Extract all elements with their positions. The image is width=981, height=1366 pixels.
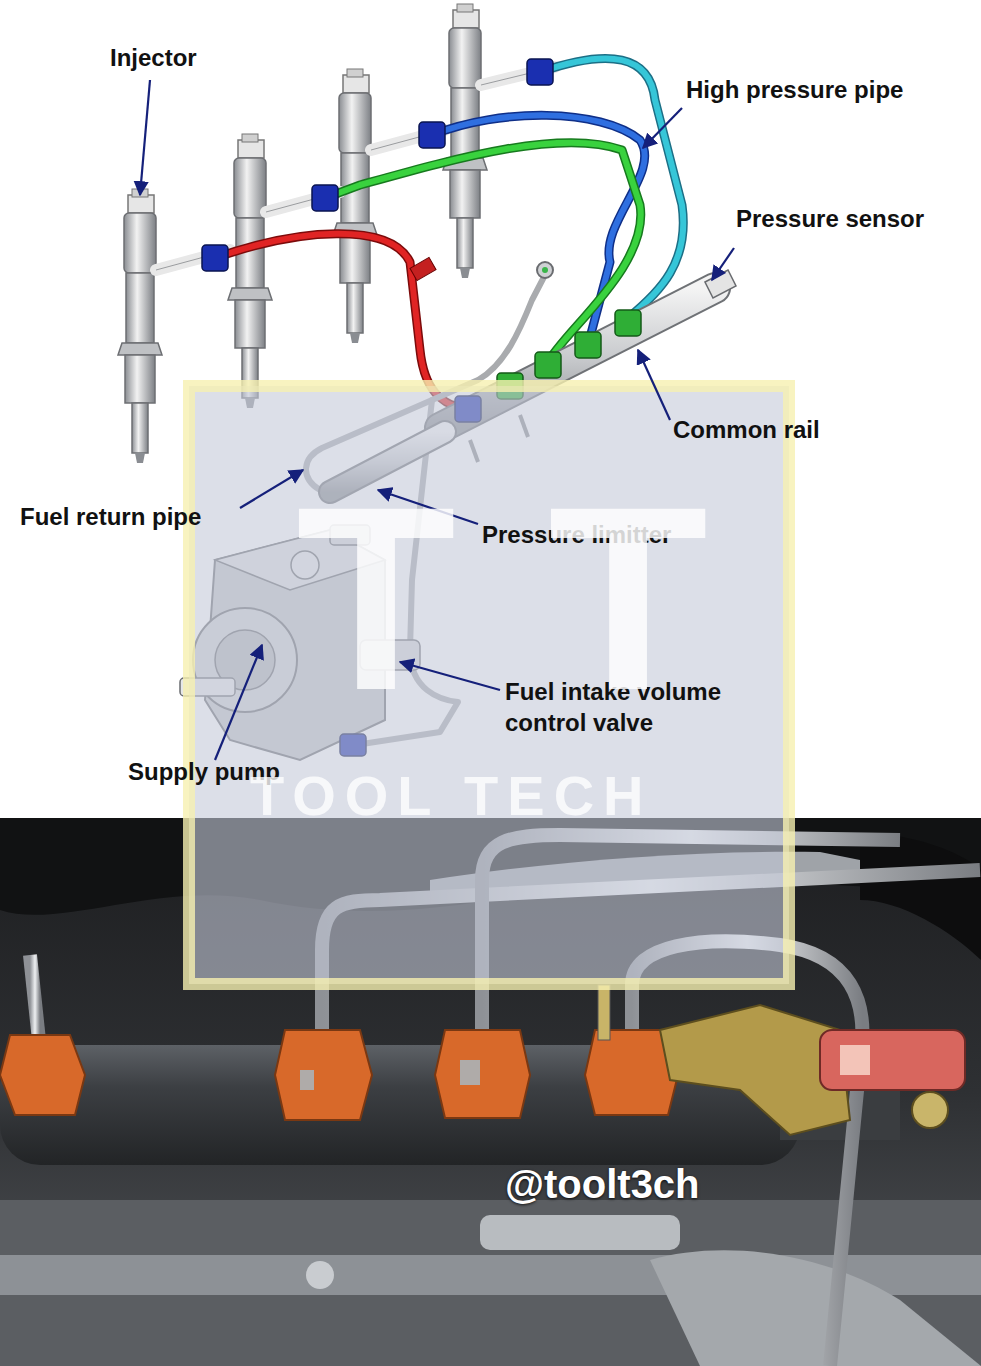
watermark-text: TOOL TECH	[250, 768, 653, 824]
part-label: Injector	[110, 42, 197, 73]
handle-label: @toolt3ch	[505, 1158, 700, 1210]
part-label: Common rail	[673, 414, 820, 445]
part-label: Pressure sensor	[736, 203, 924, 234]
watermark-logo: TT	[296, 468, 800, 730]
part-label: Fuel return pipe	[20, 501, 201, 532]
part-label: High pressure pipe	[686, 74, 903, 105]
